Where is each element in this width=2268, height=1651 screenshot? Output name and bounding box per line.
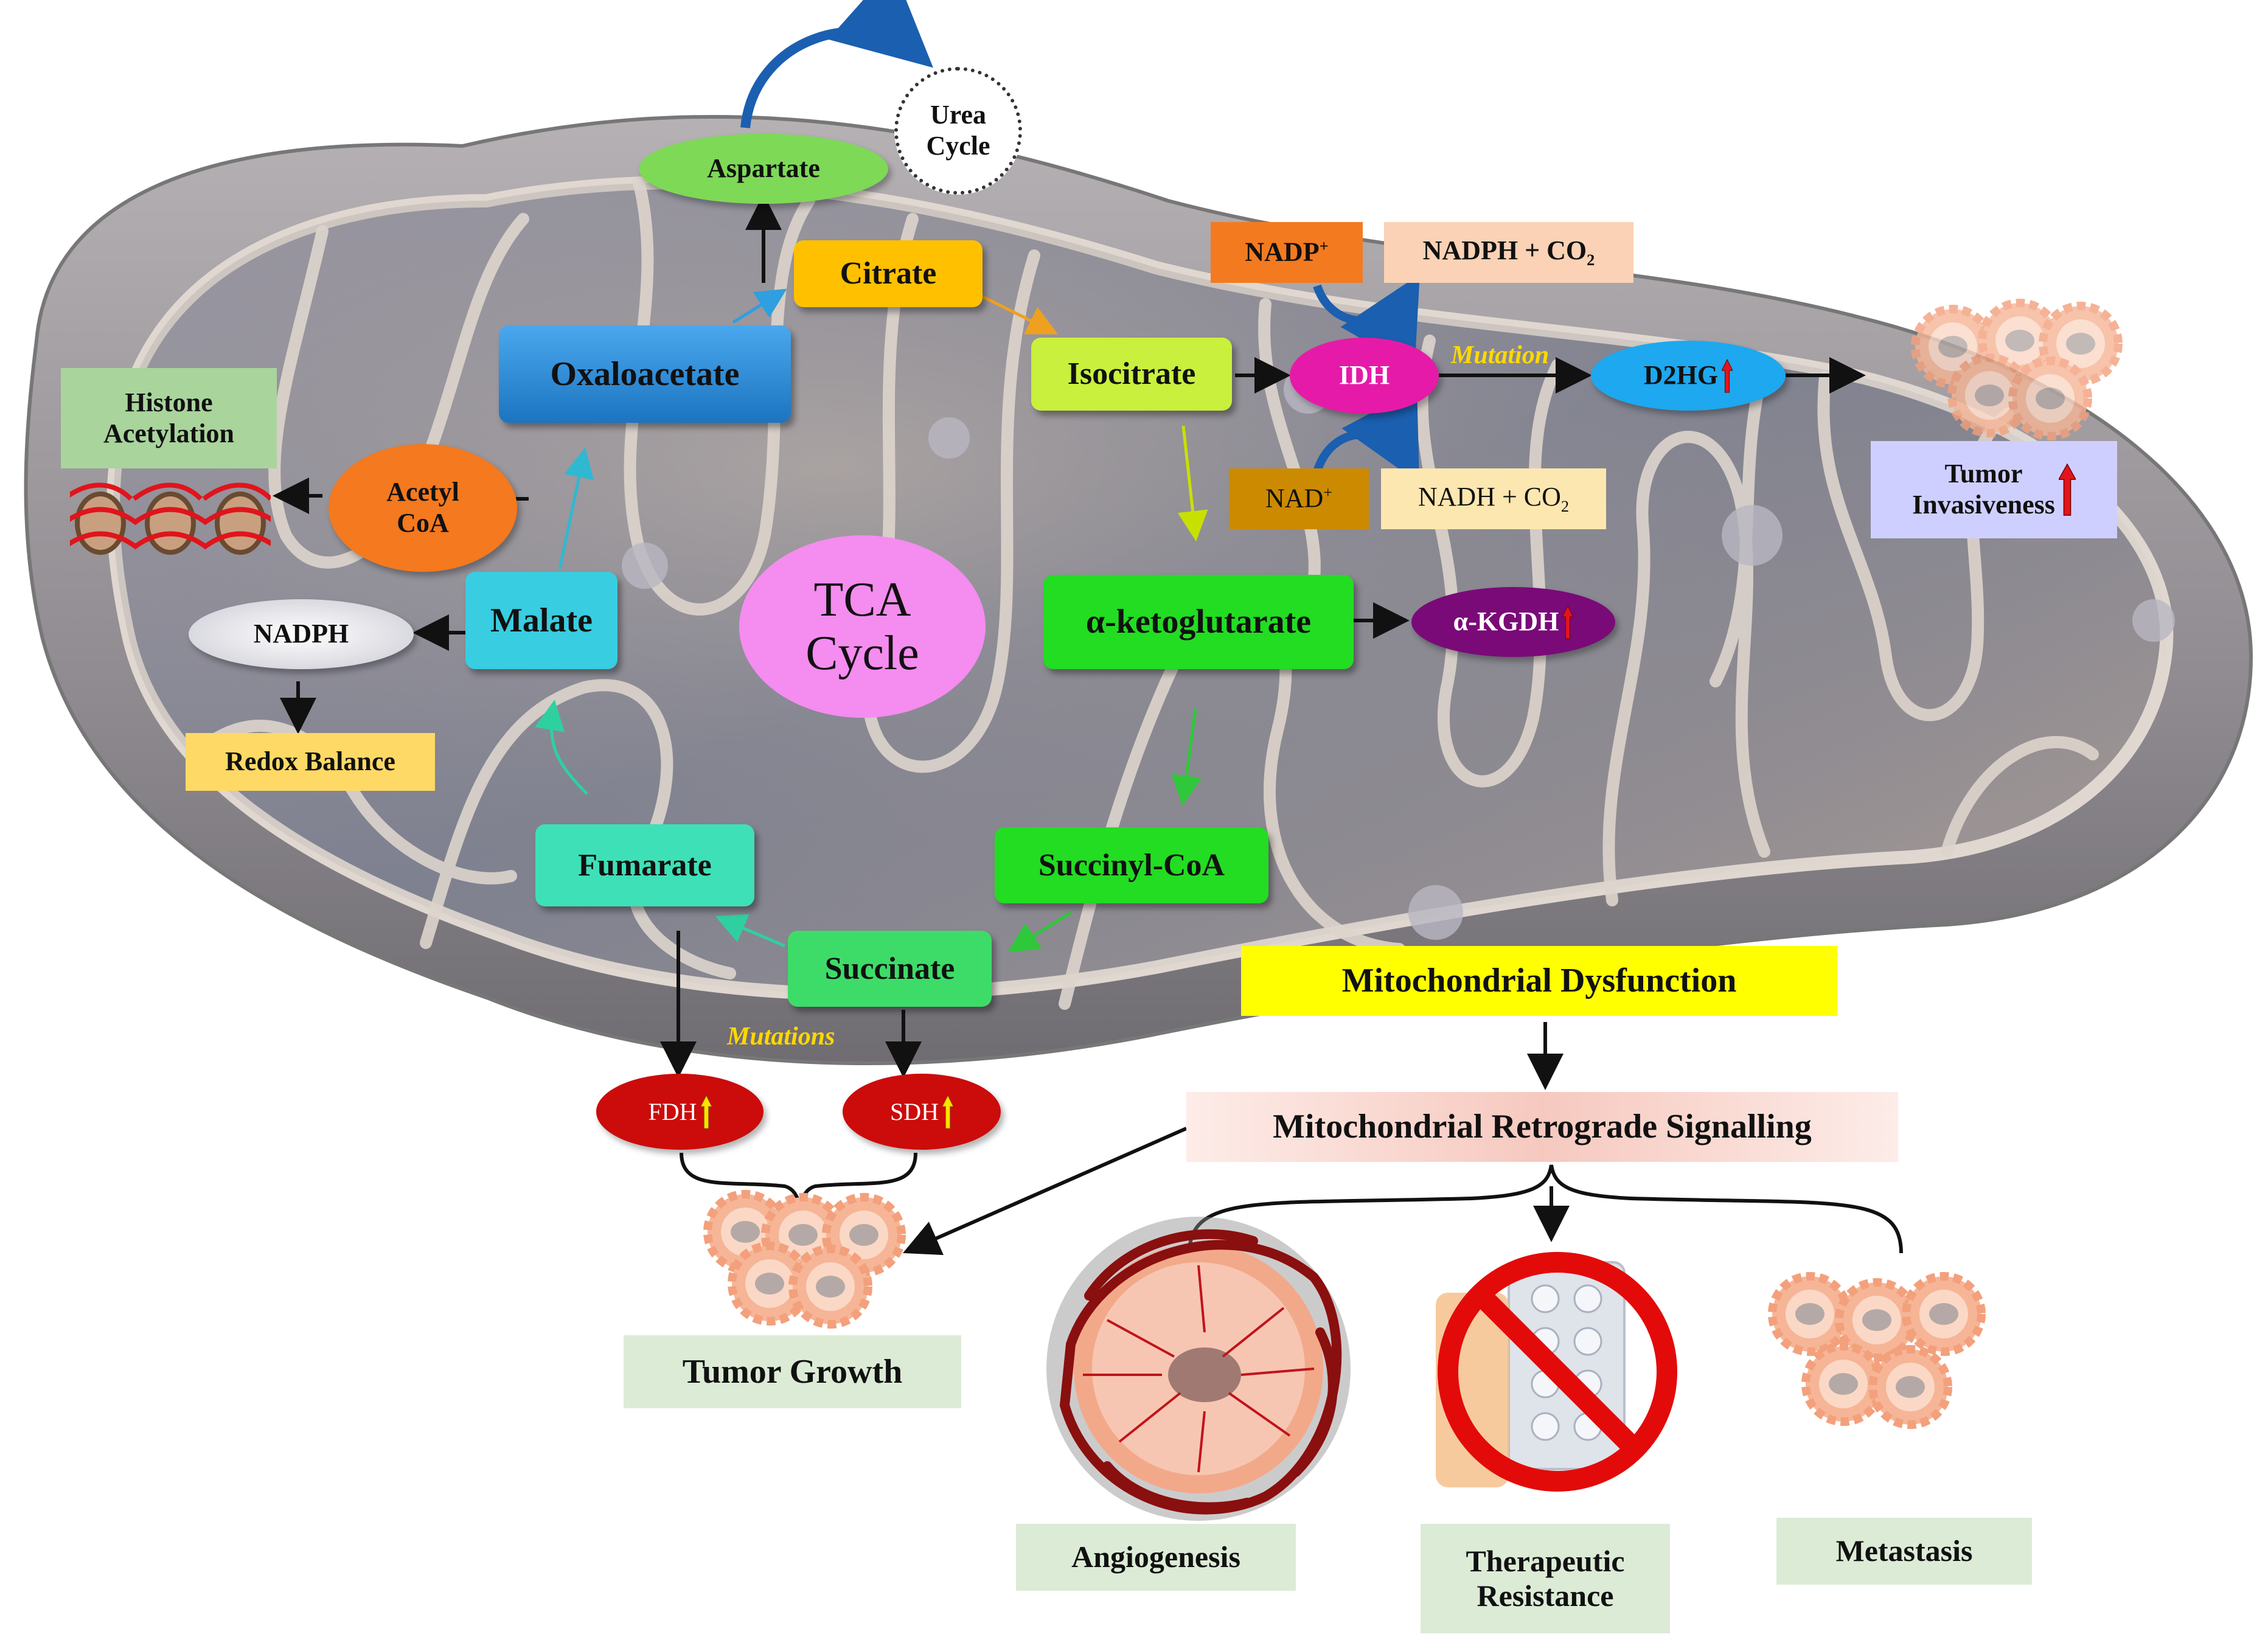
tumor-invasiveness-line2: Invasiveness xyxy=(1912,490,2055,520)
nadp-plus-box: NADP+ xyxy=(1211,222,1363,283)
acetyl-coa-node: Acetyl CoA xyxy=(329,444,517,572)
therapeutic-line1: Therapeutic xyxy=(1466,1543,1625,1578)
nadh-co2-label: NADH + CO xyxy=(1418,482,1561,512)
nadh-co2-box: NADH + CO2 xyxy=(1381,468,1606,529)
mito-dysfunction-label: Mitochondrial Dysfunction xyxy=(1341,962,1737,1000)
no-drugs-icon xyxy=(1436,1252,1677,1492)
tumor-invasiveness-box: Tumor Invasiveness xyxy=(1871,441,2117,538)
nadp-plus-label: NADP xyxy=(1245,237,1320,268)
isocitrate-node: Isocitrate xyxy=(1031,338,1232,411)
fumarate-node: Fumarate xyxy=(535,824,754,906)
tca-line1: TCA xyxy=(813,573,911,627)
tumor-growth-label: Tumor Growth xyxy=(682,1352,903,1391)
fumarate-label: Fumarate xyxy=(578,847,712,883)
alpha-ketoglutarate-node: α-ketoglutarate xyxy=(1043,575,1354,669)
histone-line1: Histone xyxy=(125,387,213,417)
nadph-label: NADPH xyxy=(253,619,349,649)
redox-balance-label: Redox Balance xyxy=(225,746,395,777)
idh-node: IDH xyxy=(1290,338,1439,414)
sdh-node: SDH xyxy=(843,1074,1001,1150)
oxaloacetate-node: Oxaloacetate xyxy=(499,325,791,423)
tca-cycle-node: TCA Cycle xyxy=(739,535,986,718)
isocitrate-label: Isocitrate xyxy=(1067,356,1196,392)
angiogenesis-label: Angiogenesis xyxy=(1071,1540,1240,1574)
tca-line2: Cycle xyxy=(805,627,919,680)
succinyl-coa-node: Succinyl-CoA xyxy=(995,827,1268,903)
urea-cycle-line1: Urea xyxy=(930,100,987,130)
succinate-node: Succinate xyxy=(788,931,992,1007)
nadph-co2-box: NADPH + CO2 xyxy=(1384,222,1633,283)
citrate-label: Citrate xyxy=(840,256,937,291)
tumor-growth-cluster xyxy=(708,1194,902,1324)
angiogenesis-icon xyxy=(1046,1217,1351,1521)
metastasis-cluster xyxy=(1772,1276,1981,1425)
retrograde-brace xyxy=(1188,1164,1903,1254)
nadph-node: NADPH xyxy=(189,599,414,669)
nadph-co2-label: NADPH + CO xyxy=(1422,235,1587,266)
aspartate-label: Aspartate xyxy=(707,153,820,184)
succinate-label: Succinate xyxy=(824,951,955,986)
aspartate-node: Aspartate xyxy=(639,134,888,204)
therapeutic-resistance-box: Therapeutic Resistance xyxy=(1421,1524,1670,1633)
mutations-label: Mutations xyxy=(727,1023,835,1051)
nad-plus-label: NAD xyxy=(1265,484,1324,514)
tumor-growth-box: Tumor Growth xyxy=(624,1335,961,1408)
nad-plus-box: NAD+ xyxy=(1229,468,1369,529)
malate-node: Malate xyxy=(465,572,617,669)
angiogenesis-box: Angiogenesis xyxy=(1016,1524,1296,1591)
succinyl-coa-label: Succinyl-CoA xyxy=(1038,847,1225,883)
d2hg-node: D2HG xyxy=(1591,341,1786,411)
oxaloacetate-label: Oxaloacetate xyxy=(550,355,740,393)
fdh-node: FDH xyxy=(596,1074,764,1150)
fdh-label: FDH xyxy=(648,1097,697,1125)
retrograde-label: Mitochondrial Retrograde Signalling xyxy=(1273,1108,1812,1146)
acetyl-coa-line1: Acetyl xyxy=(386,477,459,507)
increase-arrow-icon xyxy=(1562,605,1574,639)
metastasis-box: Metastasis xyxy=(1776,1518,2032,1585)
redox-balance-box: Redox Balance xyxy=(186,733,435,791)
acetyl-coa-line2: CoA xyxy=(397,508,449,538)
citrate-node: Citrate xyxy=(794,240,983,307)
histone-line2: Acetylation xyxy=(103,418,235,448)
mito-dysfunction-box: Mitochondrial Dysfunction xyxy=(1241,946,1837,1016)
idh-label: IDH xyxy=(1338,360,1390,391)
tumor-invasiveness-line1: Tumor xyxy=(1944,459,2023,489)
urea-cycle-node: Urea Cycle xyxy=(894,67,1022,195)
d2hg-label: D2HG xyxy=(1643,360,1719,391)
mutation-label: Mutation xyxy=(1451,341,1550,369)
sdh-label: SDH xyxy=(889,1097,939,1125)
increase-arrow-icon xyxy=(1722,358,1733,392)
retrograde-signalling-box: Mitochondrial Retrograde Signalling xyxy=(1186,1092,1898,1162)
increase-arrow-icon xyxy=(700,1094,712,1128)
akgdh-node: α-KGDH xyxy=(1411,587,1615,657)
urea-cycle-arrow xyxy=(740,0,933,128)
histone-icon xyxy=(70,482,271,555)
akgdh-label: α-KGDH xyxy=(1453,607,1559,637)
metastasis-label: Metastasis xyxy=(1835,1534,1973,1568)
histone-acetylation-box: Histone Acetylation xyxy=(61,368,277,468)
tumor-cluster-top xyxy=(1915,303,2118,436)
increase-arrow-icon xyxy=(2058,463,2076,516)
increase-arrow-icon xyxy=(942,1094,954,1128)
therapeutic-line2: Resistance xyxy=(1477,1579,1614,1613)
urea-cycle-line2: Cycle xyxy=(926,131,990,161)
alpha-ketoglutarate-label: α-ketoglutarate xyxy=(1085,603,1312,641)
malate-label: Malate xyxy=(490,601,593,639)
